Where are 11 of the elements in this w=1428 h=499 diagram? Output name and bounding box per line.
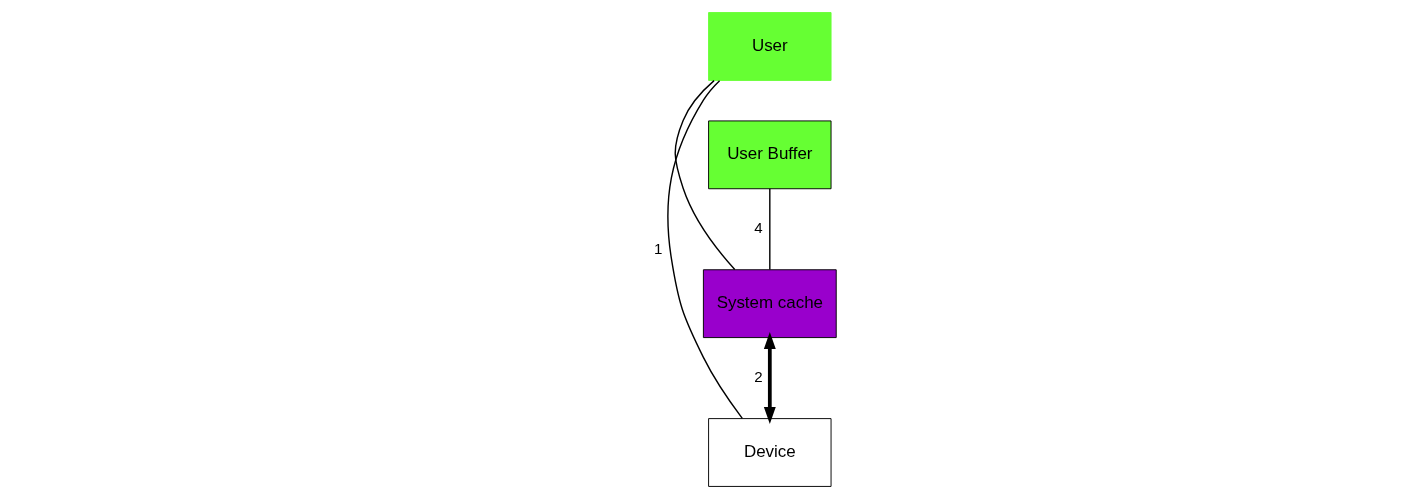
node-box: User bbox=[708, 12, 832, 81]
connector bbox=[674, 79, 736, 271]
edge-label: 2 bbox=[754, 367, 763, 385]
arrow bbox=[763, 331, 776, 425]
connector bbox=[667, 80, 743, 420]
node-box: Device bbox=[708, 418, 832, 487]
node-box: System cache bbox=[702, 269, 837, 339]
node-box: User Buffer bbox=[708, 120, 832, 190]
edge-label: 1 bbox=[653, 239, 663, 257]
connector bbox=[769, 188, 771, 271]
edge-label: 4 bbox=[754, 218, 763, 236]
